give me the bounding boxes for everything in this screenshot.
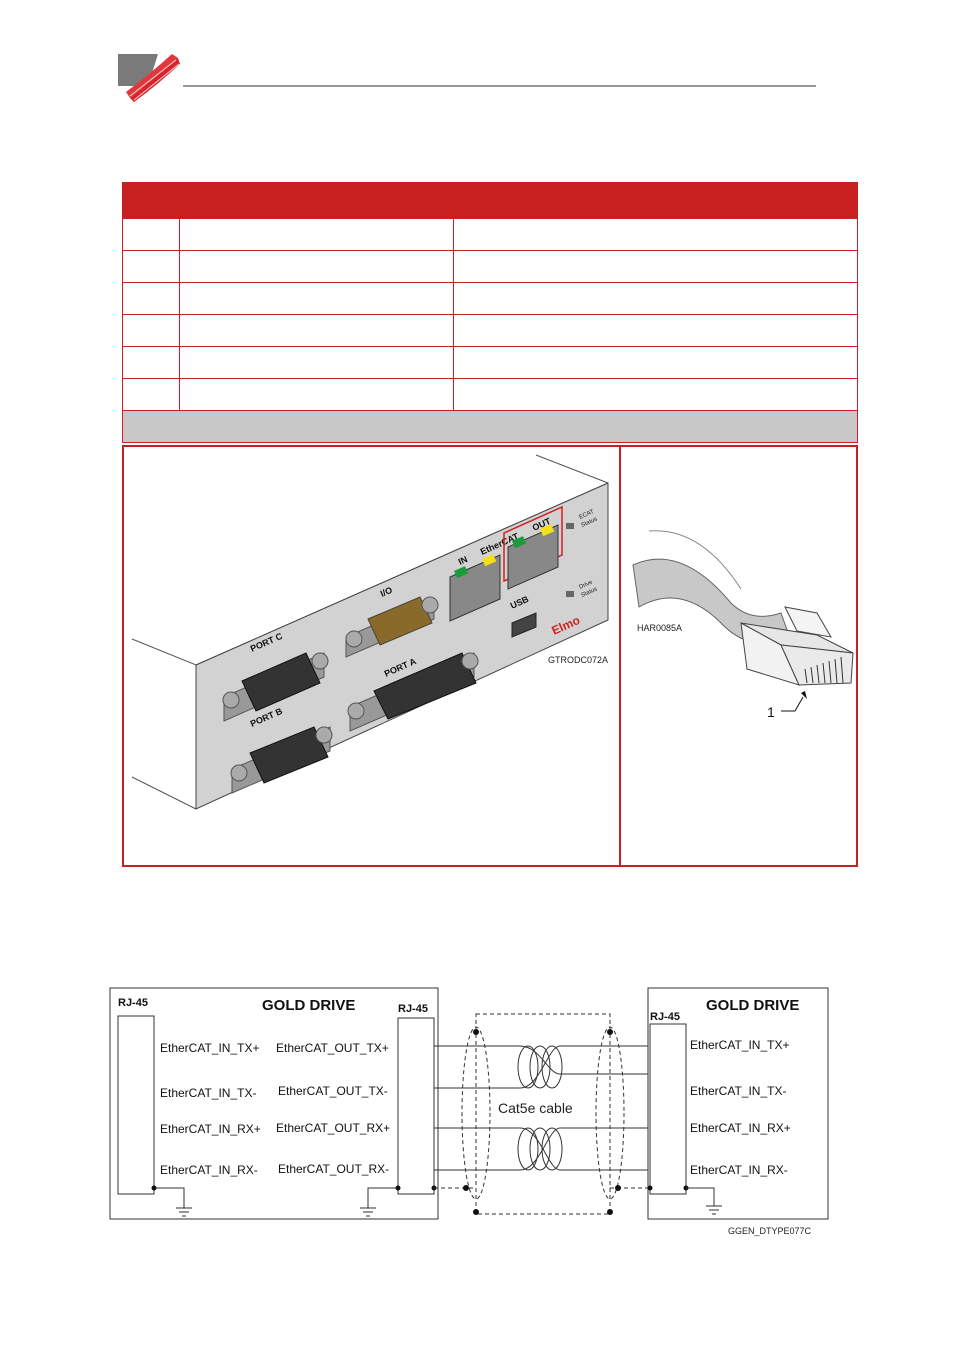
right-in-signal-4: EtherCAT_IN_RX- (690, 1163, 788, 1177)
right-drive-box (647, 987, 829, 1220)
diagram-caption: GGEN_DTYPE077C (728, 1226, 812, 1236)
table-header-cell (179, 182, 454, 219)
drive-status-led (566, 591, 574, 597)
left-rj45-label: RJ-45 (118, 997, 148, 1009)
right-in-signal-1: EtherCAT_IN_TX+ (690, 1038, 789, 1052)
image-box (122, 445, 858, 867)
left-out-rj45-label: RJ-45 (398, 1003, 428, 1015)
header-rule (183, 85, 816, 87)
port-a-connector (347, 652, 479, 732)
io-label: I/O (379, 585, 394, 599)
in-label: IN (457, 554, 469, 567)
left-drive-title: GOLD DRIVE (262, 997, 355, 1014)
wiring-diagram: RJ-45 GOLD DRIVE RJ-45 EtherCAT_IN_TX+ E… (109, 987, 829, 1236)
photo-left-caption: GTRODC072A (548, 655, 608, 665)
right-rj45-label: RJ-45 (650, 1011, 680, 1023)
ethercat-out-jack (503, 505, 563, 590)
elmo-logo-icon (118, 54, 180, 102)
left-in-connector (117, 1015, 155, 1195)
callout-arrow-icon (801, 691, 807, 699)
ecat-status-label-1: ECAT (578, 509, 595, 521)
drive-status-label-1: Drive (578, 579, 594, 590)
table-header-row (122, 182, 858, 219)
port-b-connector (230, 726, 333, 794)
rj45-plug (740, 606, 854, 686)
cable-shield (434, 1013, 648, 1215)
photo-right-caption: HAR0085A (637, 623, 682, 633)
cable-wires (434, 1045, 648, 1171)
table-header-cell (453, 182, 858, 219)
cable-label: Cat5e cable (498, 1100, 573, 1116)
usb-port (511, 612, 537, 638)
left-in-signal-1: EtherCAT_IN_TX+ (160, 1041, 259, 1055)
io-connector (345, 596, 439, 658)
image-divider (619, 445, 621, 867)
table-row (122, 250, 858, 283)
table-row (122, 282, 858, 315)
table-row (122, 218, 858, 251)
left-out-signal-1: EtherCAT_OUT_TX+ (276, 1041, 389, 1055)
table-row (122, 378, 858, 411)
right-in-connector (649, 1023, 687, 1195)
drive-panel-illustration: PORT C PORT B I/O PORT A IN EtherCAT OUT (131, 454, 609, 810)
table-row (122, 314, 858, 347)
right-ground-icon (686, 1187, 722, 1215)
spec-table (122, 182, 858, 443)
left-out-connector (397, 1017, 435, 1195)
left-ground-icons (154, 1187, 398, 1217)
left-out-signal-4: EtherCAT_OUT_RX- (278, 1162, 389, 1176)
left-in-signal-2: EtherCAT_IN_TX- (160, 1086, 256, 1100)
right-drive-title: GOLD DRIVE (706, 997, 799, 1014)
table-row (122, 346, 858, 379)
left-drive-box (109, 987, 439, 1220)
left-in-signal-3: EtherCAT_IN_RX+ (160, 1122, 261, 1136)
ethercat-in-jack (449, 554, 501, 622)
callout-number: 1 (767, 704, 775, 720)
right-in-signal-2: EtherCAT_IN_TX- (690, 1084, 786, 1098)
ecat-status-led (566, 523, 574, 529)
rj45-connector-illustration: HAR0085A 1 (632, 530, 854, 720)
right-in-signal-3: EtherCAT_IN_RX+ (690, 1121, 791, 1135)
left-in-signal-4: EtherCAT_IN_RX- (160, 1163, 258, 1177)
port-c-connector (222, 652, 329, 722)
table-header-cell (122, 182, 180, 219)
left-out-signal-2: EtherCAT_OUT_TX- (278, 1084, 388, 1098)
left-out-signal-3: EtherCAT_OUT_RX+ (276, 1121, 390, 1135)
table-section-row (122, 410, 858, 443)
